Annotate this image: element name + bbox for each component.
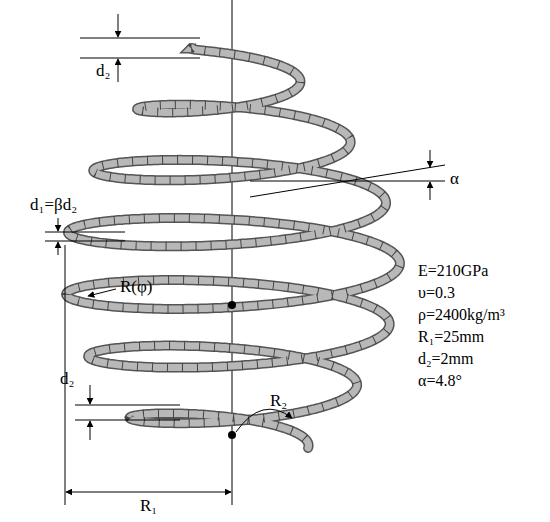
angle-arrow <box>430 182 431 200</box>
property-text: d₂=2mm <box>418 350 474 368</box>
dimension-line <box>80 38 200 39</box>
angle-line <box>250 165 445 197</box>
dimension-arrow <box>90 385 91 404</box>
radius-arrow <box>236 409 292 432</box>
dimension-label: d₁=βd₂ <box>30 196 77 215</box>
dimension-label: R₁ <box>140 497 157 516</box>
dimension-line <box>75 405 180 406</box>
angle-label: α <box>450 170 459 189</box>
dimension-label: d₂ <box>60 370 74 389</box>
spring-coil-outline <box>66 48 400 448</box>
radius-label: R₂ <box>270 392 287 411</box>
dimension-arrow <box>90 421 91 440</box>
axis-dot <box>228 301 236 309</box>
dimension-line <box>66 492 231 493</box>
property-text: α=4.8° <box>418 372 462 390</box>
dimension-line <box>80 58 200 59</box>
dimension-line <box>75 420 180 421</box>
property-text: E=210GPa <box>418 262 488 280</box>
radius-label: R(φ) <box>120 278 152 297</box>
leader-line <box>88 289 116 296</box>
property-text: υ=0.3 <box>418 284 455 302</box>
extension-line <box>232 470 233 505</box>
axis-line <box>232 0 233 470</box>
property-text: ρ=2400kg/m³ <box>418 306 505 324</box>
dimension-line <box>45 241 125 242</box>
dimension-arrow <box>58 242 59 255</box>
spring-segment-marks <box>66 48 400 448</box>
spring-coil <box>66 48 400 448</box>
dimension-line <box>45 232 125 233</box>
dimension-label: d₂ <box>96 62 110 81</box>
axis-dot <box>228 431 236 439</box>
angle-arrow <box>430 150 431 167</box>
property-text: R₁=25mm <box>418 328 484 346</box>
dimension-arrow <box>118 59 119 82</box>
dimension-arrow <box>118 14 119 37</box>
dimension-arrow <box>58 218 59 231</box>
